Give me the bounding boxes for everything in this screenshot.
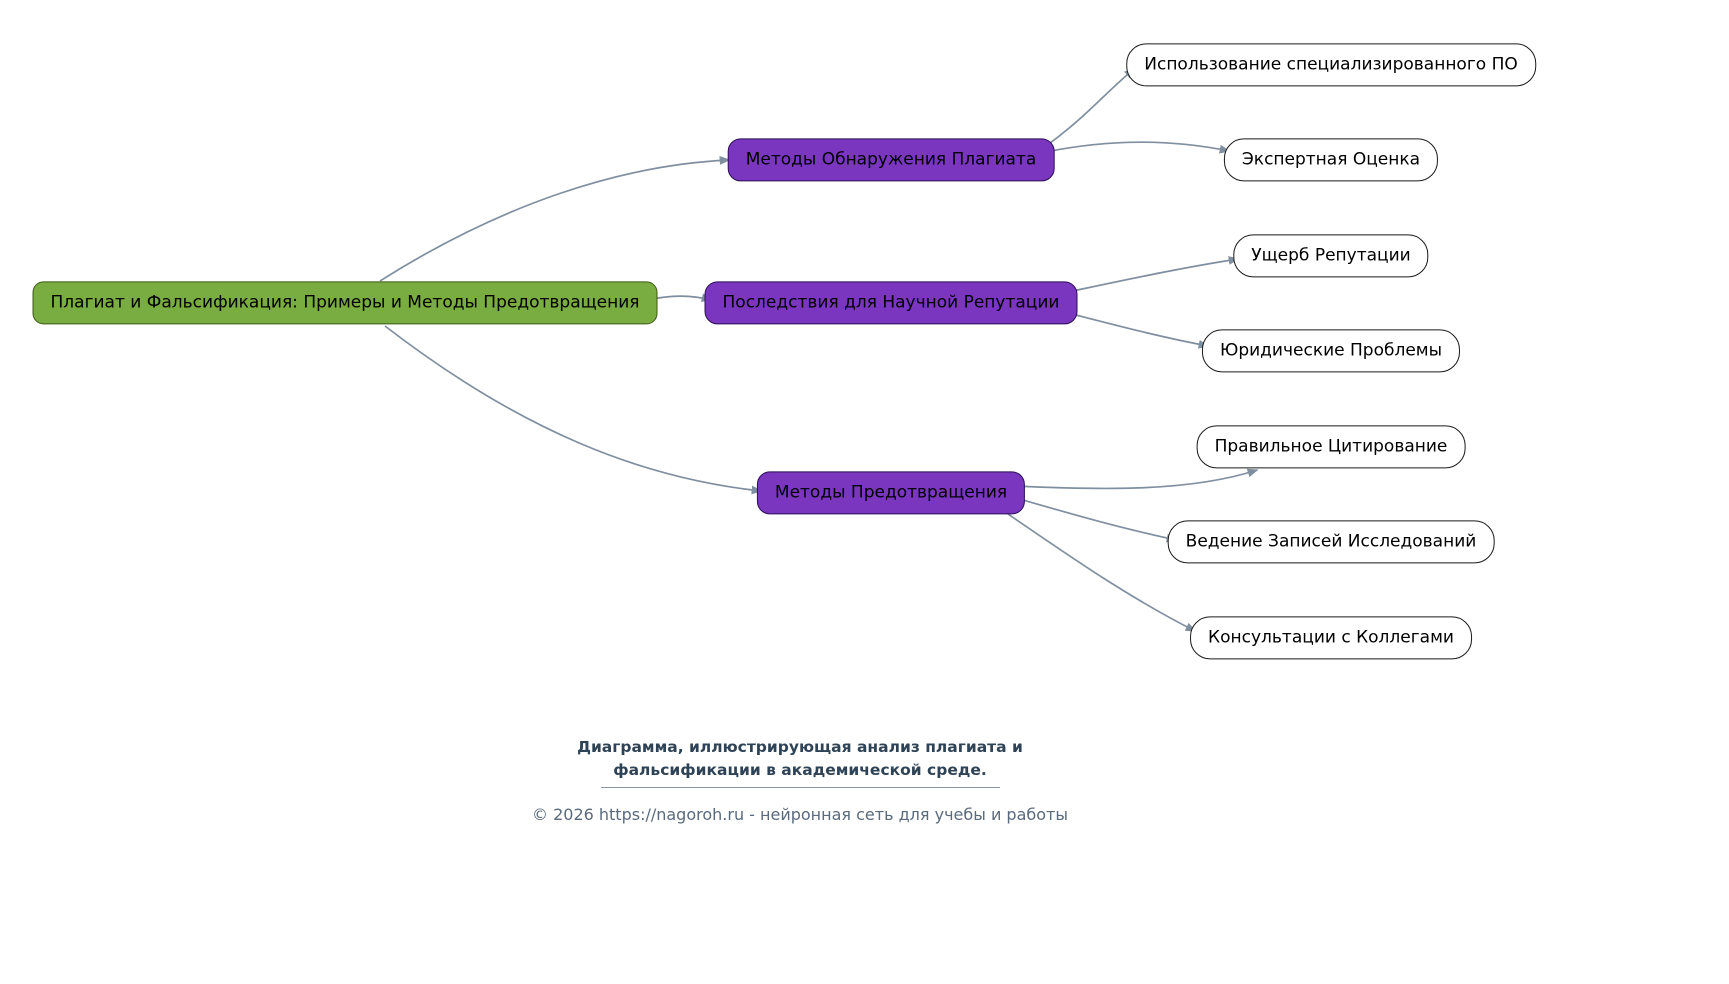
- caption-line-1: Диаграмма, иллюстрирующая анализ плагиат…: [577, 738, 1023, 756]
- leaf-node-proper-citation: Правильное Цитирование: [1196, 425, 1466, 469]
- edge-detection-software: [1045, 67, 1136, 147]
- leaf-node-specialized-software: Использование специализированного ПО: [1126, 43, 1536, 87]
- leaf-node-legal-problems: Юридические Проблемы: [1201, 329, 1461, 373]
- branch-node-consequences: Последствия для Научной Репутации: [704, 281, 1078, 325]
- edge-root-prevention: [384, 325, 763, 495]
- edge-prevention-citation: [1015, 468, 1259, 490]
- copyright-text: © 2026 https://nagoroh.ru - нейронная се…: [531, 805, 1069, 824]
- leaf-node-research-records: Ведение Записей Исследований: [1167, 520, 1495, 564]
- branch-node-detection: Методы Обнаружения Плагиата: [727, 138, 1055, 182]
- edge-consequences-reputation: [1067, 256, 1240, 293]
- leaf-node-colleague-consultations: Консультации с Коллегами: [1190, 616, 1472, 660]
- caption-line-2: фальсификации в академической среде.: [613, 761, 987, 780]
- edge-detection-expert: [1045, 141, 1231, 154]
- edge-consequences-legal: [1067, 312, 1210, 349]
- footer-divider: [601, 787, 1000, 788]
- edge-prevention-consult: [1007, 513, 1197, 632]
- diagram-caption: Диаграмма, иллюстрирующая анализ плагиат…: [577, 736, 1023, 783]
- root-node: Плагиат и Фальсификация: Примеры и Метод…: [32, 281, 658, 325]
- edge-root-detection: [379, 156, 731, 282]
- edge-prevention-records: [1015, 497, 1178, 543]
- branch-node-prevention: Методы Предотвращения: [756, 471, 1026, 515]
- leaf-node-expert-review: Экспертная Оценка: [1223, 138, 1439, 182]
- leaf-node-reputation-damage: Ущерб Репутации: [1233, 234, 1429, 278]
